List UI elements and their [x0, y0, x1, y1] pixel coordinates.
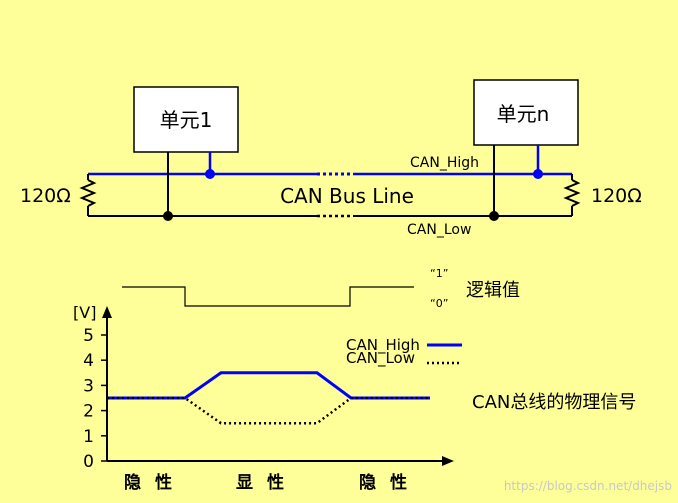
- logic-title: 逻辑值: [466, 280, 520, 301]
- unit-n-box: [473, 79, 579, 146]
- y-tick-label: 1: [83, 427, 94, 447]
- logic-zero-label: “0”: [430, 297, 448, 310]
- y-tick-label: 2: [83, 402, 94, 422]
- bus-line-label: CAN Bus Line: [280, 184, 414, 208]
- state-label-recessive-2: 隐 性: [359, 472, 411, 493]
- unit-1-label: 单元1: [160, 108, 213, 132]
- can-low-label: CAN_Low: [407, 222, 471, 238]
- y-tick-label: 3: [83, 376, 94, 396]
- can-low-signal: [107, 396, 430, 425]
- legend-low-label: CAN_Low: [346, 349, 415, 368]
- logic-waveform: [122, 286, 414, 307]
- signal-plot: [V] 0 1 2 3 4 5 隐 性 显 性 隐 性 CAN_High CAN_Low: [73, 303, 462, 493]
- y-tick-group: 0 1 2 3 4 5: [83, 326, 107, 472]
- logic-one-label: “1”: [430, 267, 448, 280]
- watermark: https://blog.csdn.net/dhejsb: [504, 479, 672, 493]
- legend-high-label: CAN_High: [346, 336, 420, 355]
- resistor-right-label: 120Ω: [591, 185, 642, 207]
- unit-n-label: 单元n: [497, 102, 550, 126]
- can-low-wire: [88, 145, 572, 221]
- resistor-right: [563, 174, 581, 216]
- y-axis-arrow: [102, 306, 112, 318]
- can-high-signal: [107, 371, 430, 400]
- y-tick-label: 0: [83, 452, 94, 472]
- resistor-left: [79, 174, 97, 216]
- y-tick-label: 4: [83, 351, 94, 371]
- y-axis-unit: [V]: [73, 303, 96, 322]
- state-label-recessive-1: 隐 性: [124, 472, 176, 493]
- can-high-wire: [88, 145, 572, 179]
- resistor-left-label: 120Ω: [20, 185, 71, 207]
- unit-1-box: [133, 86, 239, 153]
- state-label-dominant: 显 性: [236, 472, 288, 493]
- signal-plot-title: CAN总线的物理信号: [472, 392, 636, 413]
- y-tick-label: 5: [83, 326, 94, 346]
- can-high-label: CAN_High: [410, 155, 479, 171]
- x-axis-arrow: [442, 456, 454, 466]
